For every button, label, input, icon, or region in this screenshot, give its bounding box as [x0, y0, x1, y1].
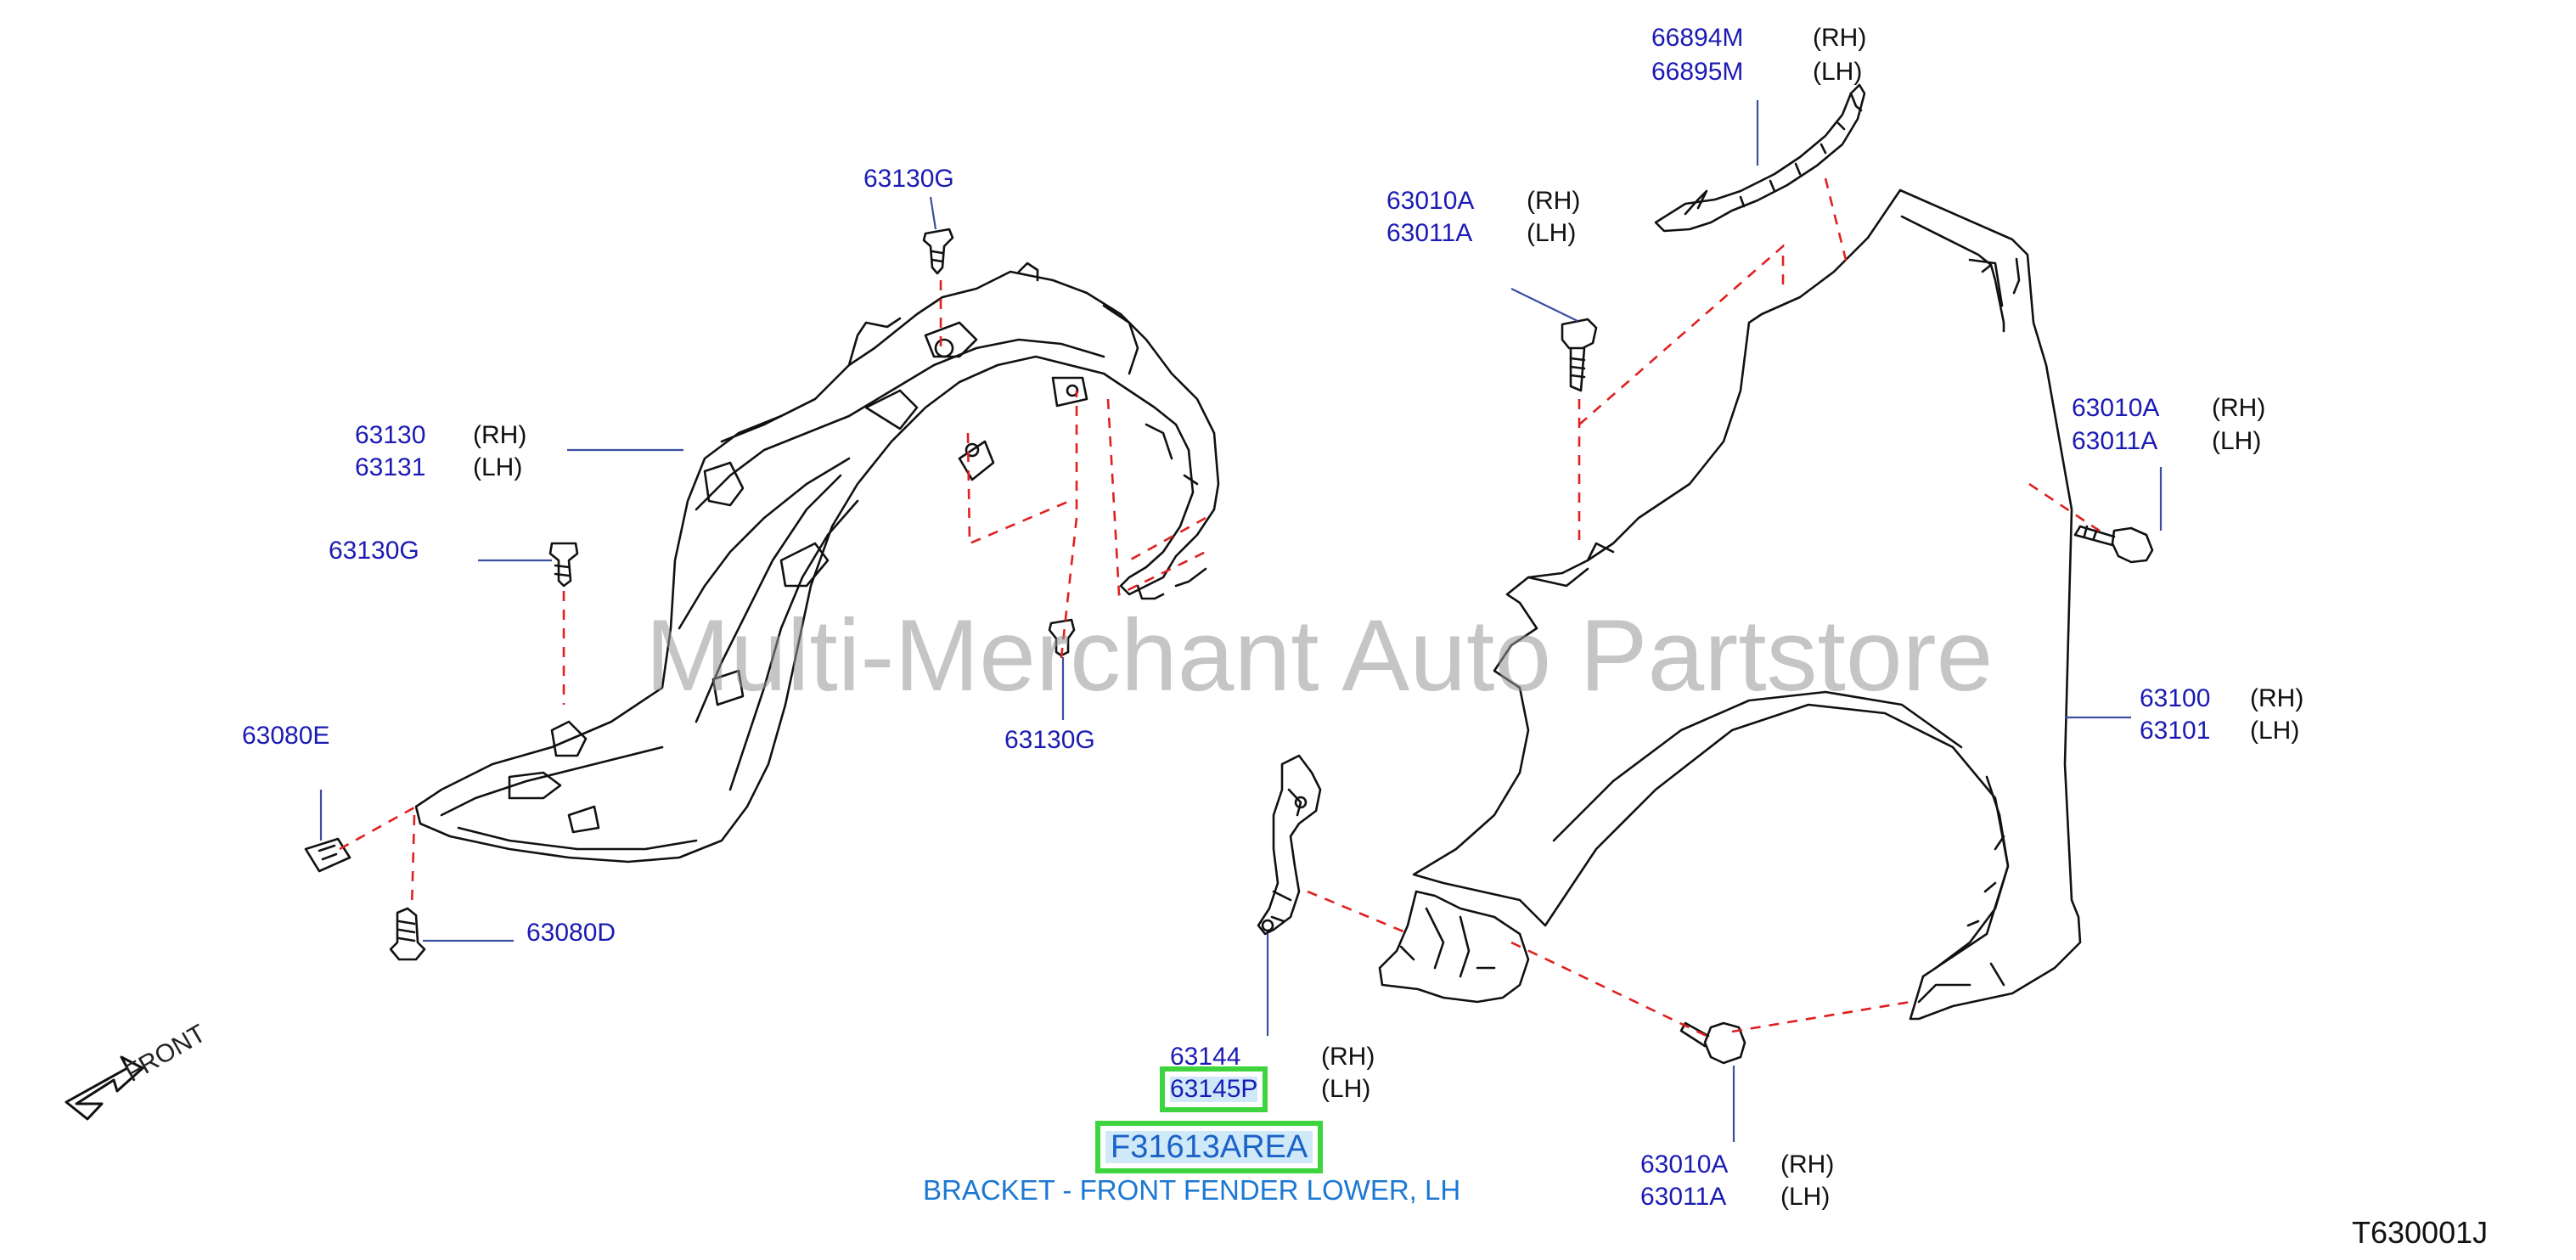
callout-63130[interactable]: 63130 — [355, 421, 426, 449]
assembly-lines — [339, 177, 2106, 1038]
callout-63130-side: (RH) — [473, 421, 527, 449]
callout-63010A-right[interactable]: 63010A — [2072, 394, 2160, 422]
callout-63100[interactable]: 63100 — [2140, 684, 2211, 712]
fender-molding-drawing — [1654, 83, 1866, 233]
callout-63080D[interactable]: 63080D — [526, 919, 616, 947]
callout-63080E[interactable]: 63080E — [242, 722, 330, 750]
callout-63130G-top[interactable]: 63130G — [863, 165, 954, 193]
fasteners-drawing — [304, 228, 2154, 1065]
callout-63011A-right-side: (LH) — [2212, 427, 2262, 455]
callout-63101[interactable]: 63101 — [2140, 717, 2211, 745]
callout-63144[interactable]: 63144 — [1170, 1043, 1241, 1071]
callout-63011A-bottom[interactable]: 63011A — [1640, 1183, 1727, 1211]
callout-63145P-selected[interactable]: 63145P — [1159, 1066, 1268, 1112]
callout-63131-side: (LH) — [473, 453, 523, 481]
callout-63011A-right[interactable]: 63011A — [2072, 427, 2158, 455]
front-arrow — [65, 1055, 144, 1121]
callout-63010A-top[interactable]: 63010A — [1386, 187, 1475, 215]
watermark: Multi-Merchant Auto Partstore — [645, 599, 1994, 712]
fender-protector-drawing — [414, 262, 1220, 863]
fender-mount-bracket-drawing — [1378, 890, 1530, 1004]
callout-63131[interactable]: 63131 — [355, 453, 426, 481]
callout-63145P-side: (LH) — [1321, 1075, 1371, 1103]
callout-66895M-side: (LH) — [1813, 58, 1863, 86]
selected-area-code[interactable]: F31613AREA — [1094, 1121, 1324, 1173]
leader-lines — [319, 100, 2163, 1142]
callout-63101-side: (LH) — [2250, 717, 2300, 745]
callout-63011A-bottom-side: (LH) — [1780, 1183, 1831, 1211]
callout-63010A-bottom[interactable]: 63010A — [1640, 1150, 1729, 1178]
callout-63011A-top[interactable]: 63011A — [1386, 219, 1473, 247]
callout-66894M-side: (RH) — [1813, 24, 1867, 52]
callout-63011A-top-side: (LH) — [1527, 219, 1577, 247]
selected-part-description: BRACKET - FRONT FENDER LOWER, LH — [923, 1174, 1461, 1206]
fender-lower-bracket-drawing — [1257, 754, 1322, 936]
front-fender-drawing — [1412, 188, 2082, 1021]
callout-63130G-mid[interactable]: 63130G — [1004, 726, 1095, 754]
callout-63010A-bottom-side: (RH) — [1780, 1150, 1835, 1178]
callout-66894M[interactable]: 66894M — [1651, 24, 1744, 52]
callout-63010A-right-side: (RH) — [2212, 394, 2266, 422]
callout-63010A-top-side: (RH) — [1527, 187, 1581, 215]
callout-66895M[interactable]: 66895M — [1651, 58, 1744, 86]
callout-63130G-left[interactable]: 63130G — [329, 537, 419, 565]
callout-63144-side: (RH) — [1321, 1043, 1375, 1071]
callout-63100-side: (RH) — [2250, 684, 2304, 712]
diagram-code: T630001J — [2352, 1215, 2489, 1250]
